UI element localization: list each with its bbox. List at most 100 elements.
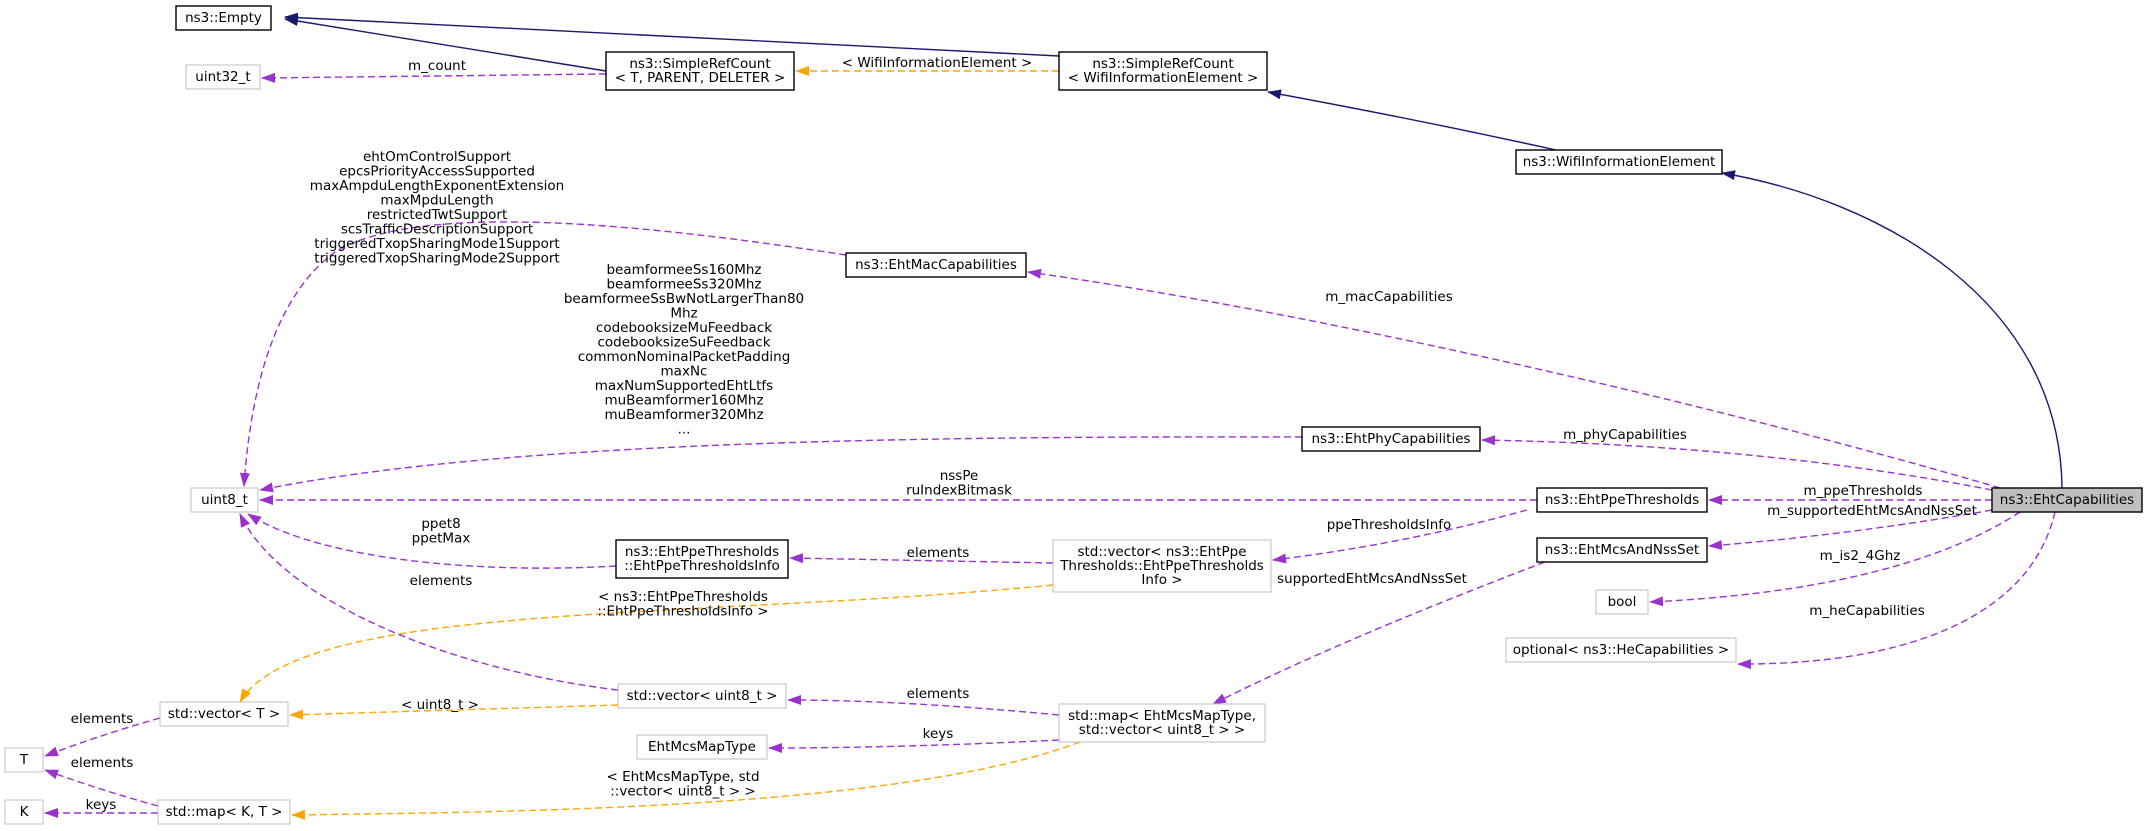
node-label: uint8_t <box>201 492 248 508</box>
node-label: < WifiInformationElement > <box>1068 70 1259 86</box>
edge-label-line: keys <box>86 797 117 813</box>
node-box <box>1595 589 1649 615</box>
edge-eht-phy <box>1481 435 1993 491</box>
node-box <box>1536 537 1708 563</box>
node-mapKT[interactable]: std::map< K, T > <box>157 799 291 825</box>
node-uint8[interactable]: uint8_t <box>190 487 259 513</box>
node-box <box>617 683 787 709</box>
node-label: ns3::EhtPpeThresholds <box>625 544 779 560</box>
node-bool[interactable]: bool <box>1595 589 1649 615</box>
edge-label-line: triggeredTxopSharingMode1Support <box>314 236 559 252</box>
edge-vecu8-uint8 <box>239 513 619 691</box>
edge-eht-optHe <box>1737 511 2056 670</box>
edge-label-line: supportedEhtMcsAndNssSet <box>1277 571 1467 587</box>
edges-layer <box>44 12 2063 820</box>
node-vecPpe[interactable]: std::vector< ns3::EhtPpeThresholds::EhtP… <box>1052 539 1272 593</box>
node-box <box>4 799 44 825</box>
edge-label-line: ppeThresholdsInfo <box>1327 517 1452 533</box>
edge-label-line: < ns3::EhtPpeThresholds <box>598 589 768 605</box>
node-label: std::map< K, T > <box>166 804 283 820</box>
edge-label-line: scsTrafficDescriptionSupport <box>341 222 533 238</box>
edge-label-phy_fields: beamformeeSs160MhzbeamformeeSs320Mhzbeam… <box>564 262 804 438</box>
node-empty[interactable]: ns3::Empty <box>175 5 272 31</box>
node-wie[interactable]: ns3::WifiInformationElement <box>1515 149 1723 175</box>
edge-label-line: ruIndexBitmask <box>906 483 1012 499</box>
edge-label-line: < uint8_t > <box>401 697 479 713</box>
node-optHe[interactable]: optional< ns3::HeCapabilities > <box>1505 637 1737 663</box>
node-vecT[interactable]: std::vector< T > <box>159 701 289 727</box>
edge-label-line: nssPe <box>940 468 979 484</box>
node-box <box>1301 426 1481 452</box>
edge-label-m_heCapabilities: m_heCapabilities <box>1809 603 1925 619</box>
node-K[interactable]: K <box>4 799 44 825</box>
node-uint32[interactable]: uint32_t <box>185 64 261 90</box>
edge-phy-uint8 <box>259 436 1303 493</box>
node-box <box>1505 637 1737 663</box>
edge-eht-mcs <box>1708 509 1993 550</box>
node-mapMcs[interactable]: std::map< EhtMcsMapType,std::vector< uin… <box>1058 703 1266 743</box>
node-simplerefcount_wie[interactable]: ns3::SimpleRefCount< WifiInformationElem… <box>1058 51 1268 91</box>
edge-label-line: elements <box>907 686 970 702</box>
edge-label-line: maxAmpduLengthExponentExtension <box>310 178 564 194</box>
edge-vect-T <box>44 717 161 757</box>
node-box <box>190 487 259 513</box>
edge-label-line: maxMpduLength <box>380 193 493 209</box>
node-label: < T, PARENT, DELETER > <box>615 70 786 86</box>
edge-label-line: m_heCapabilities <box>1809 603 1925 619</box>
edge-label-line: codebooksizeSuFeedback <box>597 335 770 351</box>
node-label: std::vector< ns3::EhtPpe <box>1077 544 1246 560</box>
node-box <box>157 799 291 825</box>
edge-mapmcs-vecu8 <box>787 695 1060 716</box>
edge-label-line: beamformeeSs160Mhz <box>606 262 761 278</box>
edge-label-line: m_ppeThresholds <box>1804 483 1923 499</box>
edge-label-line: muBeamformer160Mhz <box>604 393 763 409</box>
edge-label-line: elements <box>907 545 970 561</box>
edge-eht-wie <box>1721 170 2063 489</box>
node-label: Info > <box>1141 572 1182 588</box>
edge-label-m_macCapabilities: m_macCapabilities <box>1325 289 1453 305</box>
node-phyCap[interactable]: ns3::EhtPhyCapabilities <box>1301 426 1481 452</box>
node-mcsMapType[interactable]: EhtMcsMapType <box>636 734 768 760</box>
edge-label-line: ... <box>678 422 691 438</box>
edge-label-line: m_supportedEhtMcsAndNssSet <box>1767 503 1977 519</box>
node-box <box>845 252 1027 278</box>
node-box <box>1058 51 1268 91</box>
edge-label-line: elements <box>71 711 134 727</box>
edge-label-line: codebooksizeMuFeedback <box>596 320 772 336</box>
edge-label-m_phyCapabilities: m_phyCapabilities <box>1563 427 1687 443</box>
edge-mapmcs-maptype <box>768 739 1060 753</box>
node-ehtCap[interactable]: ns3::EhtCapabilities <box>1991 487 2143 513</box>
node-macCap[interactable]: ns3::EhtMacCapabilities <box>845 252 1027 278</box>
edge-label-line: m_phyCapabilities <box>1563 427 1687 443</box>
node-box <box>1536 487 1708 513</box>
node-label: std::vector< T > <box>168 706 280 722</box>
node-ppeInfo[interactable]: ns3::EhtPpeThresholds::EhtPpeThresholdsI… <box>615 539 789 579</box>
edge-label-line: ppetMax <box>412 531 471 547</box>
node-T[interactable]: T <box>4 747 44 773</box>
node-label: ns3::EhtPpeThresholds <box>1545 492 1699 508</box>
node-ppeThr[interactable]: ns3::EhtPpeThresholds <box>1536 487 1708 513</box>
edge-label-line: Mhz <box>670 306 697 322</box>
node-label: EhtMcsMapType <box>648 739 756 755</box>
node-label: ns3::SimpleRefCount <box>629 56 770 72</box>
edge-label-line: m_is2_4Ghz <box>1820 548 1901 564</box>
edge-label-m_supportedEhtMcsAndNssSet: m_supportedEhtMcsAndNssSet <box>1767 503 1977 519</box>
edge-ppe-vecppe <box>1272 509 1528 564</box>
node-label: ns3::EhtCapabilities <box>2000 492 2134 508</box>
edge-label-line: epcsPriorityAccessSupported <box>339 164 535 180</box>
edge-label-line: muBeamformer320Mhz <box>604 407 763 423</box>
node-vecU8[interactable]: std::vector< uint8_t > <box>617 683 787 709</box>
edge-label-mac_fields: ehtOmControlSupportepcsPriorityAccessSup… <box>310 149 564 267</box>
node-box <box>4 747 44 773</box>
node-mcsNss[interactable]: ns3::EhtMcsAndNssSet <box>1536 537 1708 563</box>
node-label: ns3::SimpleRefCount <box>1092 56 1233 72</box>
node-box <box>1058 703 1266 743</box>
edge-info-uint8 <box>247 513 617 569</box>
node-simplerefcount_t[interactable]: ns3::SimpleRefCount< T, PARENT, DELETER … <box>605 51 795 91</box>
node-box <box>175 5 272 31</box>
edge-label-line: m_count <box>408 58 466 74</box>
edge-srcwie-to-empty <box>284 12 1060 57</box>
edge-label-vecppe_elements: elements <box>907 545 970 561</box>
